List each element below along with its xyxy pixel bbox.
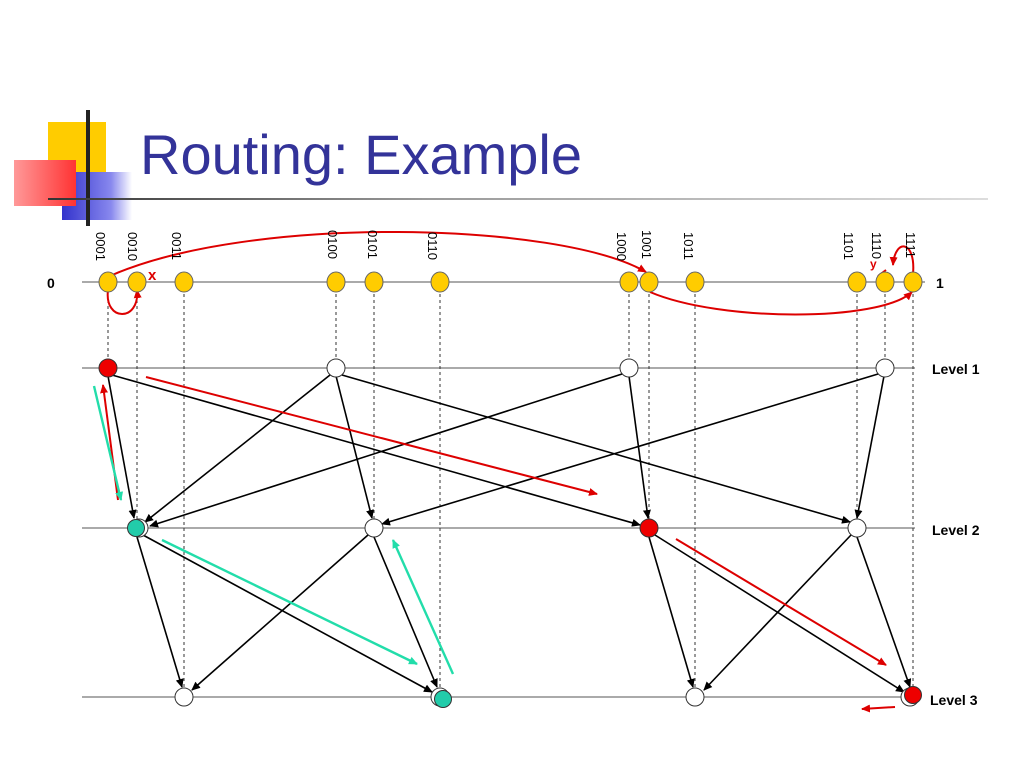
id-label-0110: 0110 <box>425 232 440 260</box>
level-3-node <box>174 687 194 707</box>
peer-node-0100 <box>326 271 346 293</box>
level-3-node-green <box>434 690 452 708</box>
id-label-0100: 0100 <box>325 230 340 259</box>
structure-arrows <box>107 373 912 693</box>
level-1-node-red <box>98 358 118 378</box>
peer-node-1111 <box>903 271 923 293</box>
level-3-nodes <box>174 686 922 708</box>
peer-node-0010 <box>127 271 147 293</box>
level-1-node <box>326 358 346 378</box>
projection-lines <box>107 282 914 697</box>
peer-node-0110 <box>430 271 450 293</box>
level-1-nodes <box>98 358 895 378</box>
peer-node-0001 <box>98 271 118 293</box>
peer-node-1011 <box>685 271 705 293</box>
id-label-1011: 1011 <box>681 232 696 260</box>
peer-node-1001 <box>639 271 659 293</box>
route-red-arrows <box>100 231 915 713</box>
id-label-1110: 1110 <box>869 232 884 259</box>
id-label-1000: 1000 <box>614 232 629 261</box>
level-1-node <box>619 358 639 378</box>
y-marker: y <box>870 257 877 271</box>
level-2-node-red <box>639 518 659 538</box>
id-label-0101: 0101 <box>365 230 380 259</box>
peer-nodes <box>98 271 923 293</box>
level-1-node <box>875 358 895 378</box>
peer-node-1000 <box>619 271 639 293</box>
peer-node-1110 <box>875 271 895 293</box>
logo-horizontal-line <box>48 198 988 200</box>
level-2-node-green <box>127 519 145 537</box>
level-3-label: Level 3 <box>930 692 978 708</box>
level-2-node <box>847 518 867 538</box>
slide-title: Routing: Example <box>140 123 583 186</box>
x-marker: x <box>148 267 157 284</box>
level-2-node <box>364 518 384 538</box>
id-labels: 0001 0010 0011 0100 0101 0110 1000 1001 … <box>93 230 918 261</box>
axis-start-label: 0 <box>47 275 55 291</box>
level-2-nodes <box>127 518 867 538</box>
id-label-1111: 1111 <box>903 232 918 258</box>
level-2-label: Level 2 <box>932 522 980 538</box>
id-label-0001: 0001 <box>93 232 108 261</box>
id-label-1101: 1101 <box>841 232 856 260</box>
id-label-0011: 0011 <box>169 232 184 260</box>
id-label-1001: 1001 <box>639 230 654 259</box>
route-green-arrows <box>92 385 455 675</box>
peer-node-0101 <box>364 271 384 293</box>
peer-node-0011 <box>174 271 194 293</box>
logo-vertical-line <box>86 110 90 226</box>
id-label-0010: 0010 <box>125 232 140 261</box>
axis-end-label: 1 <box>936 275 944 291</box>
level-3-node-red <box>904 686 922 704</box>
level-1-label: Level 1 <box>932 361 980 377</box>
level-3-node <box>685 687 705 707</box>
peer-node-1101 <box>847 271 867 293</box>
